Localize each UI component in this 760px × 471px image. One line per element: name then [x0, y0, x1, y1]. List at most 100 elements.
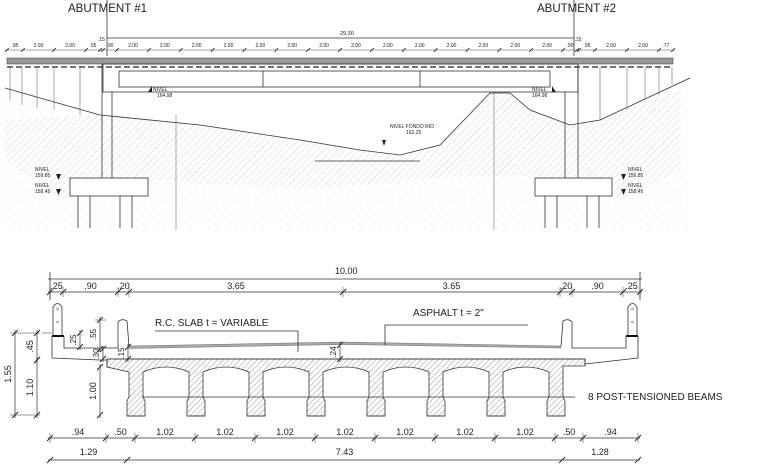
span-dim-label: 2.00 — [383, 43, 393, 49]
vdim-label: 1.10 — [25, 379, 35, 397]
dim-tick — [100, 47, 106, 53]
dim-label: 3.65 — [227, 281, 245, 291]
level-footing-bottom-left: NIVEL 158.45 — [35, 183, 61, 195]
slab-leader — [155, 330, 299, 352]
dim-label: .25 — [50, 281, 63, 291]
dim-tick — [178, 47, 183, 53]
span-dim-label: .15 — [575, 37, 582, 43]
dim-label: .50 — [114, 427, 127, 437]
dim-tick — [97, 47, 103, 53]
dim-label: .20 — [117, 281, 130, 291]
vdim-label: .24 — [329, 346, 338, 358]
overall-dim-label: 1.28 — [591, 447, 609, 457]
dim-label: .94 — [72, 427, 85, 437]
dim-tick — [46, 456, 54, 464]
level-value: 162.25 — [406, 130, 422, 136]
abutment-1-label: ABUTMENT #1 — [68, 3, 147, 15]
dim-label: 1.02 — [336, 427, 354, 437]
span-dim-label: .95 — [584, 43, 591, 49]
dim-label: .50 — [563, 427, 576, 437]
dim-tick — [497, 47, 502, 53]
span-dim-label: .77 — [663, 43, 670, 49]
level-value: 159.85 — [35, 173, 51, 179]
level-deck-right: NIVEL 164.98 — [532, 86, 556, 99]
vdim-label: 1.55 — [3, 365, 13, 383]
dim-tick — [529, 47, 534, 53]
bolt — [56, 307, 59, 311]
girder-inner — [118, 70, 551, 88]
level-label: NIVEL — [35, 167, 50, 173]
dim-tick — [96, 345, 104, 353]
overall-dim-label: 7.43 — [336, 447, 354, 457]
level-value: 158.45 — [628, 189, 644, 195]
level-river-bed: NIVEL FONDO RIO 162.25 — [382, 124, 434, 146]
asphalt-label: ASPHALT t = 2" — [413, 308, 484, 319]
dim-tick — [560, 47, 566, 53]
level-footing-top-left: NIVEL 159.85 — [35, 167, 61, 180]
dim-tick — [124, 355, 132, 363]
span-dim-label: .15 — [98, 37, 105, 43]
asphalt-layer — [128, 341, 562, 349]
dim-tick — [558, 456, 566, 464]
vdim-label: .25 — [69, 334, 78, 346]
dim-tick — [123, 456, 131, 464]
right-railing-post — [627, 303, 638, 336]
left-edge — [51, 303, 130, 361]
dim-label: .20 — [560, 281, 573, 291]
dim-label: 1.02 — [216, 427, 234, 437]
dim-tick — [337, 47, 343, 53]
dim-label: 1.02 — [456, 427, 474, 437]
right-edge — [560, 303, 639, 365]
level-value: 164.98 — [532, 93, 548, 99]
dim-tick — [96, 411, 104, 419]
total-width-label: 10.00 — [335, 266, 358, 276]
dim-tick — [4, 47, 10, 53]
bolt — [631, 320, 634, 324]
dim-label: 1.02 — [156, 427, 174, 437]
dim-tick — [114, 47, 120, 53]
abutment-1 — [69, 64, 149, 228]
level-label: NIVEL — [628, 167, 643, 173]
span-dim-label: 2.00 — [638, 43, 648, 49]
span-dim-label: 2.00 — [224, 43, 234, 49]
dim-tick — [670, 47, 676, 53]
span-dim-label: 2.00 — [34, 43, 44, 49]
dim-tick — [96, 363, 104, 371]
span-dim-label: 2.00 — [192, 43, 202, 49]
level-label: NIVEL — [35, 183, 50, 189]
span-dim-label: 2.00 — [160, 43, 170, 49]
dim-label: .90 — [591, 281, 604, 291]
dim-tick — [574, 47, 580, 53]
dim-tick — [210, 47, 215, 53]
level-label: NIVEL — [532, 87, 547, 93]
beams-label: 8 POST-TENSIONED BEAMS — [588, 392, 723, 403]
dim-tick — [369, 47, 374, 53]
span-dim-label: 2.00 — [351, 43, 361, 49]
vdim-label: 1.00 — [88, 382, 98, 400]
soil-hatch — [5, 90, 680, 200]
right-cantilever-curb — [560, 319, 639, 365]
span-dim-label: 2.00 — [479, 43, 489, 49]
dim-tick — [656, 47, 662, 53]
span-dim-label: 2.00 — [606, 43, 616, 49]
dim-tick — [592, 47, 598, 53]
vdim-label: .30 — [92, 348, 101, 360]
dim-tick — [146, 47, 151, 53]
vdim-label: .55 — [89, 328, 98, 340]
level-deck-left: NIVEL 164.98 — [148, 86, 173, 99]
dim-tick — [274, 47, 279, 53]
vdim-label: .15 — [117, 347, 126, 359]
dim-tick — [51, 47, 57, 53]
abutment-2-label: ABUTMENT #2 — [537, 3, 616, 15]
dim-tick — [433, 47, 438, 53]
span-dim-label: .90 — [567, 43, 574, 49]
span-dim-label: 2.00 — [415, 43, 425, 49]
dim-tick — [83, 47, 89, 53]
level-value: 164.98 — [157, 93, 173, 99]
